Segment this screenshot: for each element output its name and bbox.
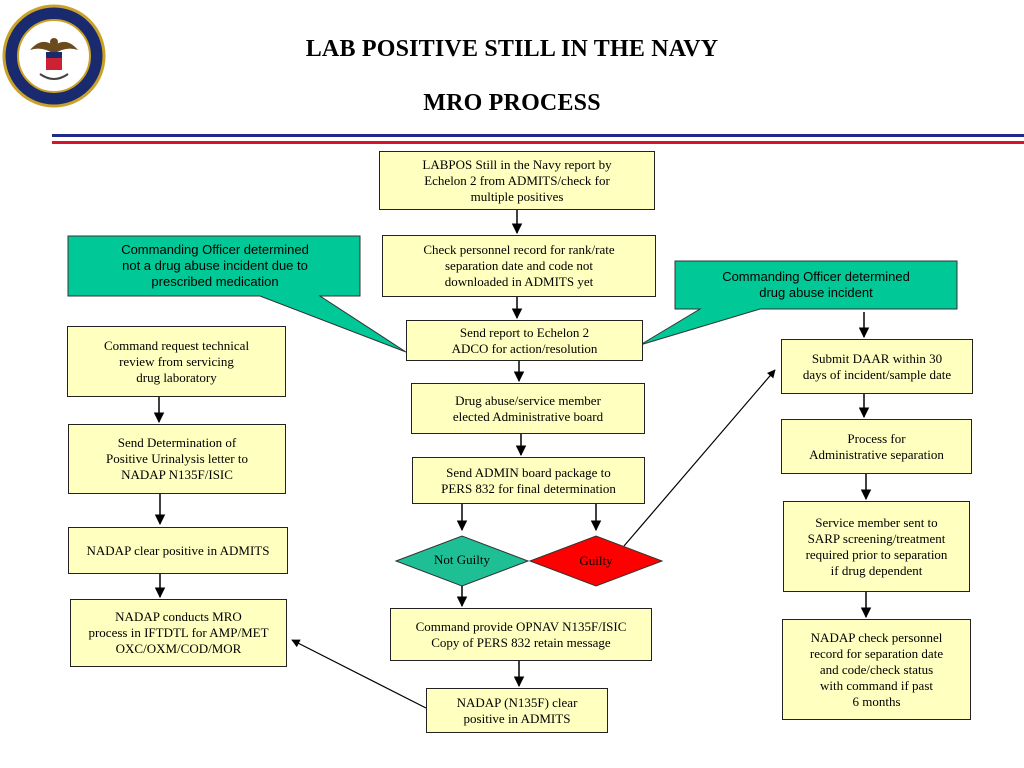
not-guilty-label: Not Guilty <box>434 552 490 567</box>
nadap-check-record-box: NADAP check personnel record for separat… <box>782 619 971 720</box>
process-separation-box: Process for Administrative separation <box>781 419 972 474</box>
nadap-mro-process-box: NADAP conducts MRO process in IFTDTL for… <box>70 599 287 667</box>
check-personnel-record-box: Check personnel record for rank/rate sep… <box>382 235 656 297</box>
submit-daar-box: Submit DAAR within 30 days of incident/s… <box>781 339 973 394</box>
technical-review-box: Command request technical review from se… <box>67 326 286 397</box>
right-callout-text: Commanding Officer determined drug abuse… <box>722 269 910 300</box>
admin-board-box: Drug abuse/service member elected Admini… <box>411 383 645 434</box>
nadap-clear-positive-box: NADAP clear positive in ADMITS <box>68 527 288 574</box>
guilty-diamond <box>528 535 664 587</box>
guilty-label: Guilty <box>579 553 613 568</box>
navy-seal-logo <box>2 4 106 108</box>
labpos-report-box: LABPOS Still in the Navy report by Echel… <box>379 151 655 210</box>
send-determination-box: Send Determination of Positive Urinalysi… <box>68 424 286 494</box>
header-red-rule <box>52 141 1024 144</box>
send-admin-package-box: Send ADMIN board package to PERS 832 for… <box>412 457 645 504</box>
not-guilty-diamond <box>394 535 530 587</box>
left-callout-text: Commanding Officer determined not a drug… <box>121 242 309 289</box>
command-provide-box: Command provide OPNAV N135F/ISIC Copy of… <box>390 608 652 661</box>
send-report-echelon-box: Send report to Echelon 2 ADCO for action… <box>406 320 643 361</box>
page-title: LAB POSITIVE STILL IN THE NAVY <box>305 36 719 62</box>
nadap-n135f-clear-box: NADAP (N135F) clear positive in ADMITS <box>426 688 608 733</box>
header-blue-rule <box>52 134 1024 137</box>
page-subtitle: MRO PROCESS <box>423 90 601 116</box>
sarp-screening-box: Service member sent to SARP screening/tr… <box>783 501 970 592</box>
right-callout-shape <box>639 260 958 346</box>
left-callout-shape <box>67 235 407 353</box>
